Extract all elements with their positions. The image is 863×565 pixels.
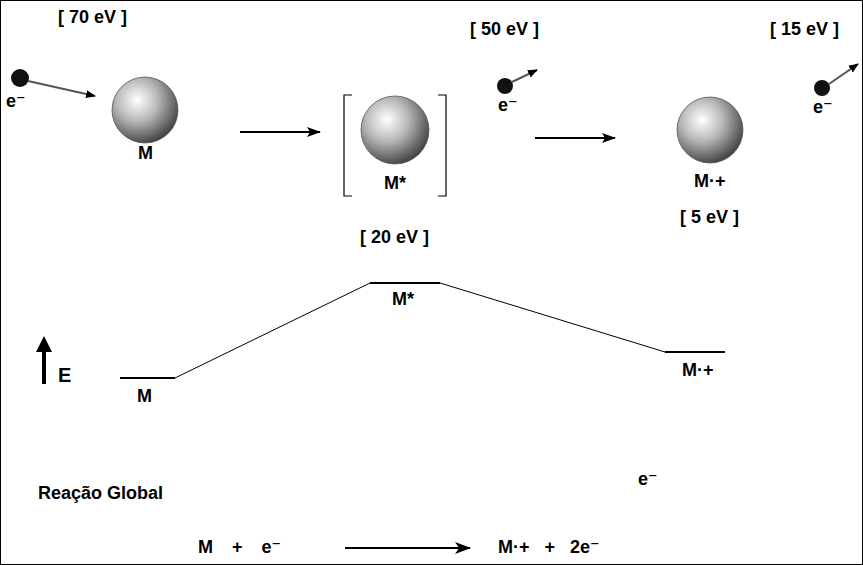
molecule-node: M* [ 20 eV ] [340, 90, 450, 255]
species-label: M* [384, 174, 406, 194]
electron-label: e⁻ [638, 470, 658, 490]
energy-label: [ 70 eV ] [58, 8, 127, 28]
reaction-arrow [240, 131, 320, 133]
level-label: M [137, 387, 152, 407]
species-label: M·+ [694, 172, 726, 192]
equation-part: M·+ + 2e⁻ [498, 538, 600, 558]
energy-label: [ 20 eV ] [360, 228, 429, 248]
axis-label: E [58, 364, 71, 386]
level-label: M* [392, 290, 414, 310]
heading: Reação Global [38, 484, 163, 504]
molecule-node: M [100, 76, 190, 171]
level-label: M·+ [682, 361, 714, 381]
energy-label: [ 15 eV ] [770, 20, 839, 40]
equation-part: M + e⁻ [198, 538, 281, 558]
reaction-arrow [535, 137, 615, 139]
species-label: M [138, 144, 153, 164]
electron-label: e⁻ [6, 92, 26, 112]
energy-label: [ 5 eV ] [680, 208, 739, 228]
molecule-node: M·+ [ 5 eV ] [660, 90, 760, 230]
energy-label: [ 50 eV ] [470, 20, 539, 40]
electron-label: e⁻ [498, 96, 518, 116]
electron-label: e⁻ [813, 98, 833, 118]
